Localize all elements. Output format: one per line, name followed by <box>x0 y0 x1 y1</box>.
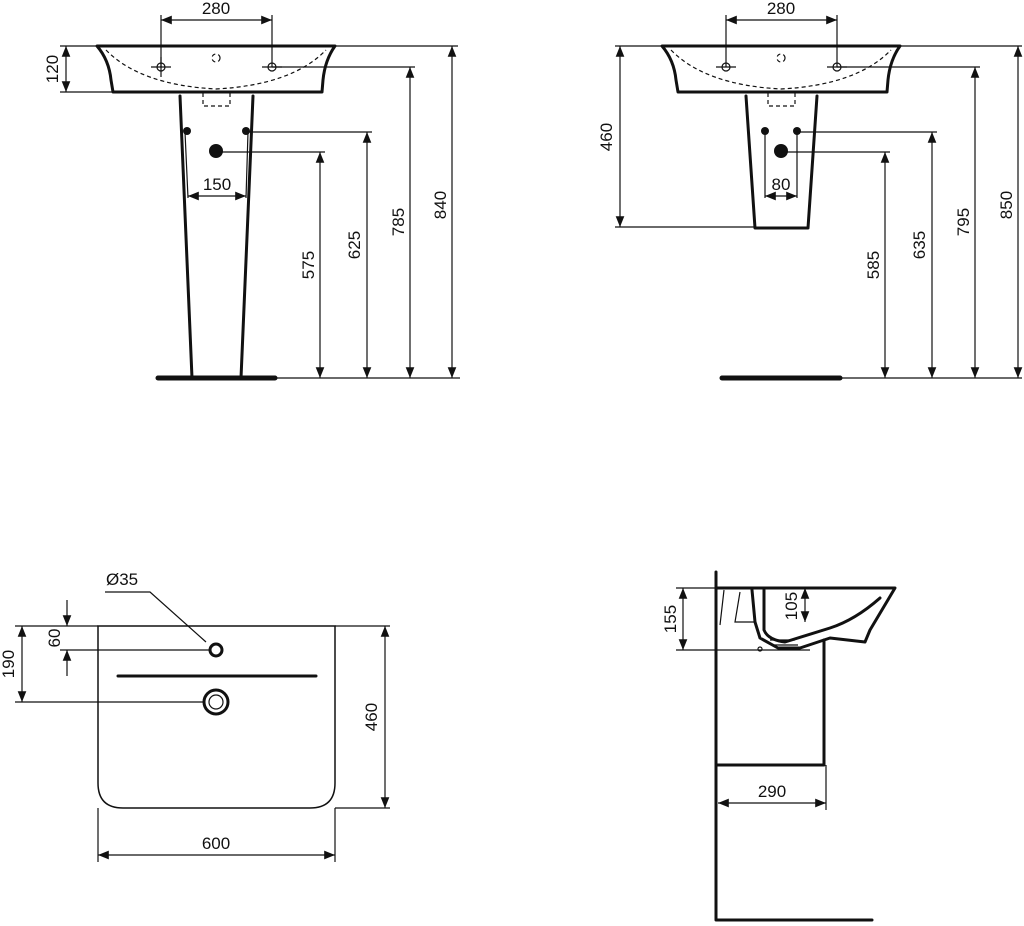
dim-supply-height: 635 <box>910 231 929 259</box>
basin-side-profile <box>714 586 897 650</box>
basin-outline <box>660 44 902 94</box>
dim-tap-spacing: 280 <box>202 0 230 18</box>
dim-tap-height: 795 <box>954 208 973 236</box>
dim-hole-spacing: 80 <box>772 175 791 194</box>
top-view: Ø35 60 190 460 600 <box>0 570 390 862</box>
waste-outlet <box>209 144 223 158</box>
dim-projection: 290 <box>758 782 786 801</box>
dim-overall-height: 155 <box>661 605 680 633</box>
semi-pedestal-front-view: 280 460 80 585 635 795 850 <box>597 0 1023 381</box>
overflow-icon <box>211 53 221 63</box>
support <box>714 638 826 767</box>
dim-bowl-depth: 105 <box>782 592 801 620</box>
dim-waste-offset: 190 <box>0 650 18 678</box>
tap-hole <box>208 642 224 658</box>
dim-hole-spacing: 150 <box>203 175 231 194</box>
dim-depth: 460 <box>362 703 381 731</box>
dim-tap-height: 785 <box>389 208 408 236</box>
dim-supply-height: 625 <box>345 231 364 259</box>
dim-rim-height: 850 <box>997 191 1016 219</box>
drain <box>202 688 230 716</box>
semi-pedestal <box>744 94 819 230</box>
wall-and-bracket <box>714 570 874 922</box>
basin-outline <box>95 44 337 94</box>
dim-width: 600 <box>202 834 230 853</box>
pedestal-front-view: 280 120 150 575 625 785 840 <box>43 0 460 381</box>
basin-top-outline <box>97 625 336 809</box>
dim-waste-height: 575 <box>299 251 318 279</box>
dim-tap-hole-offset: 60 <box>45 629 64 648</box>
dim-semi-pedestal-height: 460 <box>597 123 616 151</box>
dim-basin-height: 120 <box>43 55 62 83</box>
bowl-hidden-line <box>105 49 327 90</box>
dim-rim-height: 840 <box>431 191 450 219</box>
dim-tap-spacing: 280 <box>767 0 795 18</box>
dim-tap-hole-diameter: Ø35 <box>106 570 138 589</box>
dim-waste-height: 585 <box>864 251 883 279</box>
pedestal <box>178 94 255 380</box>
side-view: 155 105 290 <box>661 570 897 922</box>
